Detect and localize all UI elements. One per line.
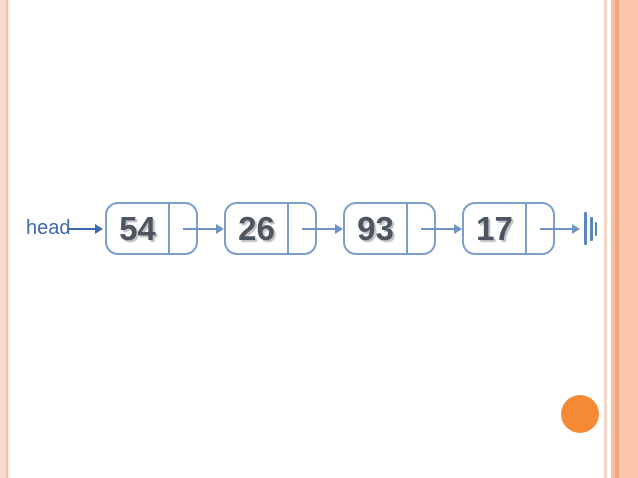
left-edge-stripe-dark bbox=[6, 0, 8, 478]
left-edge-stripe bbox=[0, 0, 6, 478]
linked-list-node: 17 bbox=[462, 202, 555, 255]
accent-circle bbox=[561, 395, 599, 433]
node-value: 26 bbox=[238, 209, 275, 247]
right-edge-stripe-dark bbox=[615, 0, 619, 478]
next-pointer-arrow bbox=[302, 224, 343, 234]
node-value: 17 bbox=[476, 209, 513, 247]
null-terminator-icon bbox=[590, 217, 593, 241]
next-pointer-arrow bbox=[540, 224, 580, 234]
null-terminator-icon bbox=[584, 212, 587, 245]
next-pointer-arrow bbox=[183, 224, 224, 234]
node-value: 54 bbox=[119, 209, 156, 247]
right-edge-stripe-thin bbox=[604, 0, 607, 478]
node-divider bbox=[168, 204, 170, 253]
right-edge-stripe-medium bbox=[611, 0, 615, 478]
node-divider bbox=[406, 204, 408, 253]
right-edge-stripe-band bbox=[619, 0, 638, 478]
head-arrow bbox=[67, 224, 103, 234]
linked-list-node: 54 bbox=[105, 202, 198, 255]
left-edge-stripe-fade bbox=[8, 0, 10, 478]
next-pointer-arrow bbox=[421, 224, 462, 234]
null-terminator-icon bbox=[595, 222, 597, 236]
node-value: 93 bbox=[357, 209, 394, 247]
node-divider bbox=[287, 204, 289, 253]
head-pointer-label: head bbox=[26, 217, 71, 239]
node-divider bbox=[525, 204, 527, 253]
